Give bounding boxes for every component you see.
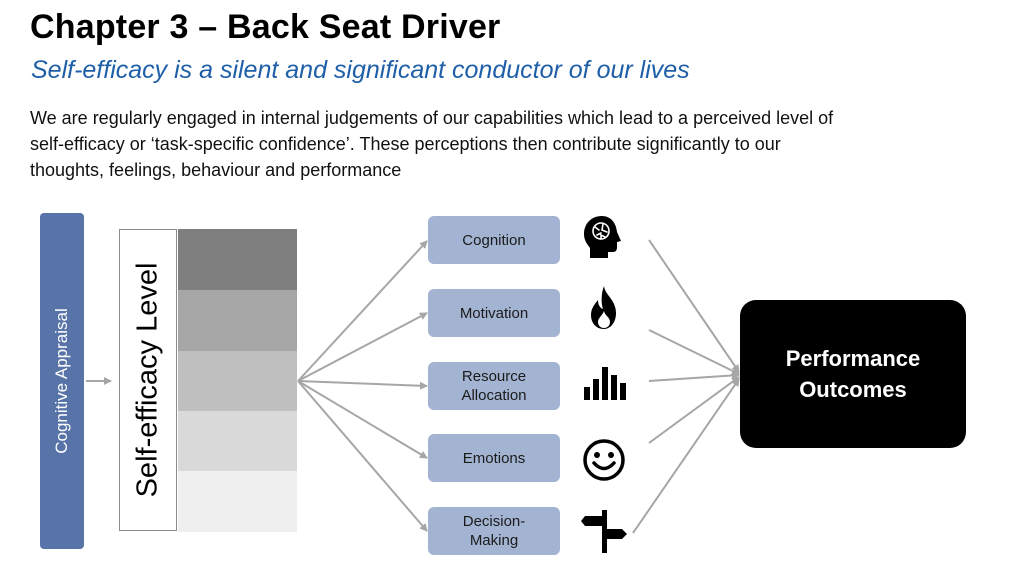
arrow-emotions-to-outcome — [648, 376, 740, 444]
arrow-to-cognition — [297, 240, 428, 382]
arrow-resource-to-outcome — [648, 371, 740, 382]
self-efficacy-level-box — [119, 229, 177, 531]
arrow-to-resource-allocation — [297, 380, 428, 390]
slide-subtitle: Self-efficacy is a silent and significan… — [31, 56, 690, 84]
arrow-cognition-to-outcome — [648, 239, 740, 373]
performance-outcomes-label: Performance Outcomes — [785, 346, 921, 402]
flame-icon — [591, 286, 616, 329]
brain-head-icon — [584, 216, 621, 258]
node-cognition: Cognition — [428, 216, 560, 264]
arrow-to-emotions — [297, 380, 428, 459]
arrow-motivation-to-outcome — [648, 329, 740, 375]
cognitive-appraisal-box — [40, 213, 84, 549]
node-label: Cognition — [462, 231, 526, 249]
level-bar-5 — [178, 471, 297, 532]
level-bar-1 — [178, 229, 297, 290]
signpost-icon — [581, 510, 627, 553]
level-bar-3 — [178, 351, 297, 412]
node-label: Resource Allocation — [461, 368, 527, 404]
node-decision-making: Decision- Making — [428, 507, 560, 555]
slide-body-text: We are regularly engaged in internal jud… — [30, 108, 834, 180]
self-efficacy-level-label: Self-efficacy Level — [131, 262, 164, 498]
arrow-to-motivation — [297, 312, 428, 382]
level-bar-4 — [178, 411, 297, 472]
smiley-face-icon — [583, 439, 625, 481]
node-label: Motivation — [459, 304, 529, 322]
cognitive-appraisal-label: Cognitive Appraisal — [52, 308, 71, 454]
node-emotions: Emotions — [428, 434, 560, 482]
performance-outcomes-box: Performance Outcomes — [740, 300, 966, 448]
bar-chart-icon — [584, 367, 626, 400]
level-bar-2 — [178, 290, 297, 351]
node-motivation: Motivation — [428, 289, 560, 337]
arrow-to-decision-making — [297, 380, 428, 532]
node-label: Decision- Making — [462, 513, 526, 549]
node-label: Emotions — [462, 449, 526, 467]
node-resource-allocation: Resource Allocation — [428, 362, 560, 410]
slide-title: Chapter 3 – Back Seat Driver — [30, 8, 501, 46]
arrow-decision-to-outcome — [632, 378, 740, 534]
